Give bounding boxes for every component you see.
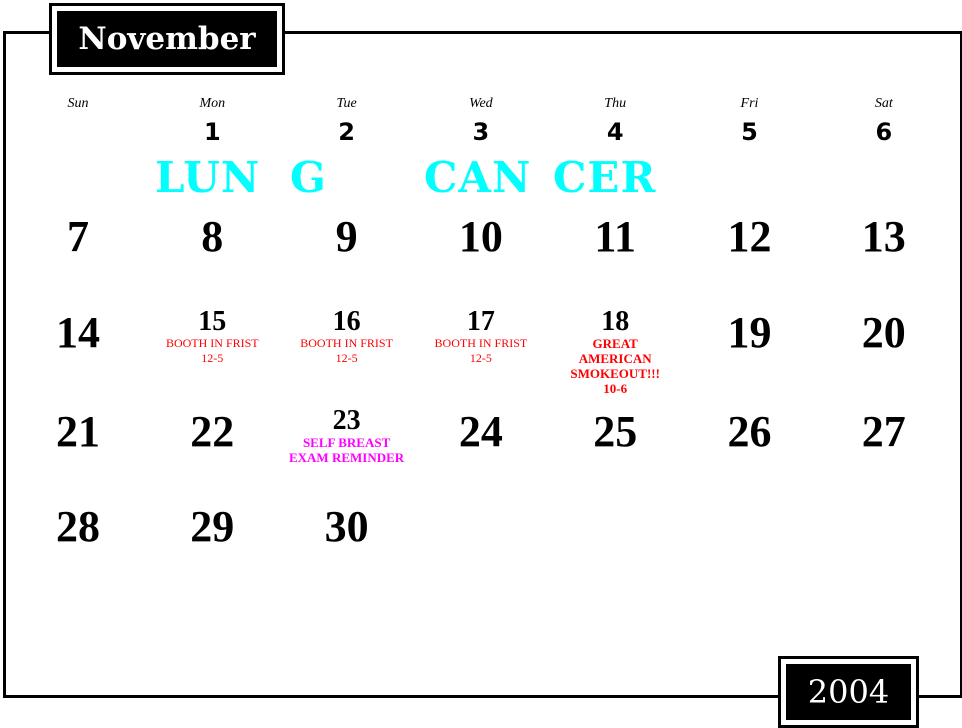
banner-word: LUN	[155, 153, 261, 202]
day-number: 25	[593, 407, 638, 456]
day-cell: 25	[548, 409, 682, 455]
day-number: 6	[875, 118, 893, 146]
event-text: BOOTH IN FRIST	[165, 336, 259, 350]
day-cell: 14	[11, 310, 145, 356]
day-cell: 1	[145, 119, 279, 145]
event-text: SELF BREAST	[302, 435, 391, 450]
day-number: 21	[56, 407, 100, 456]
calendar-frame	[3, 31, 962, 698]
event-text: SMOKEOUT!!!	[570, 366, 660, 381]
day-number: 1	[203, 118, 221, 146]
day-name-fri: Fri	[740, 96, 759, 111]
month-title: November	[57, 11, 277, 67]
day-number: 4	[606, 118, 624, 146]
event-text: AMERICAN	[578, 351, 652, 366]
day-cell: 26	[683, 409, 817, 455]
day-number: 23	[332, 405, 361, 436]
day-cell: 28	[11, 504, 145, 550]
day-number: 30	[324, 502, 369, 551]
day-cell: 8	[145, 214, 279, 260]
day-cell: 29	[145, 504, 279, 550]
event-text: BOOTH IN FRIST	[300, 336, 393, 350]
day-number: 27	[861, 407, 906, 456]
year-label-box: 2004	[778, 656, 919, 728]
day-number: 29	[190, 502, 235, 551]
day-cell: 5	[683, 119, 817, 145]
day-cell: 22	[145, 409, 279, 455]
day-name-sun: Sun	[67, 96, 89, 111]
day-number: 19	[727, 308, 772, 357]
event-text: 10-6	[603, 381, 628, 396]
event-text: GREAT	[592, 336, 638, 351]
day-cell: 9	[280, 214, 414, 260]
event-text: EXAM REMINDER	[288, 450, 405, 465]
day-number: 13	[861, 212, 906, 261]
day-cell: 21	[11, 409, 145, 455]
day-number: 11	[594, 212, 636, 261]
month-label-box: November	[49, 3, 285, 75]
day-name-wed: Wed	[469, 96, 493, 111]
day-cell: 6	[817, 119, 951, 145]
day-number: 22	[190, 407, 235, 456]
day-number: 18	[601, 306, 630, 337]
day-number: 12	[727, 212, 772, 261]
day-cell: 24	[414, 409, 548, 455]
day-number: 17	[466, 306, 495, 337]
day-number: 5	[741, 118, 758, 146]
day-cell: 20	[817, 310, 951, 356]
day-name-tue: Tue	[336, 96, 357, 111]
day-cell: 7	[11, 214, 145, 260]
day-number: 28	[56, 502, 100, 551]
day-cell: 2	[280, 119, 414, 145]
day-name-sat: Sat	[874, 96, 893, 111]
day-cell: 27	[817, 409, 951, 455]
event-text: 12-5	[201, 351, 224, 365]
day-number: 10	[458, 212, 503, 261]
day-number: 16	[332, 306, 361, 337]
banner-word: CAN	[424, 153, 532, 202]
day-cell: 11	[548, 214, 682, 260]
day-name-mon: Mon	[199, 96, 226, 111]
year-title: 2004	[786, 664, 911, 720]
day-number: 15	[198, 306, 227, 337]
day-number: 20	[861, 308, 906, 357]
day-cell: 19	[683, 310, 817, 356]
day-number: 9	[335, 212, 358, 261]
banner-word: CER	[553, 153, 657, 202]
day-number: 14	[56, 308, 100, 357]
event-text: BOOTH IN FRIST	[434, 336, 528, 350]
day-cell: 30	[280, 504, 414, 550]
day-cell: 4	[548, 119, 682, 145]
day-cell: 13	[817, 214, 951, 260]
day-cell: 12	[683, 214, 817, 260]
day-name-thu: Thu	[604, 96, 627, 111]
day-number: 2	[338, 118, 355, 146]
day-cell: 3	[414, 119, 548, 145]
day-number: 26	[727, 407, 772, 456]
day-number: 7	[67, 212, 89, 261]
day-number: 8	[201, 212, 224, 261]
day-number: 3	[472, 118, 490, 146]
banner-word: G	[290, 153, 327, 202]
event-text: 12-5	[335, 351, 358, 365]
event-text: 12-5	[469, 351, 492, 365]
day-number: 24	[458, 407, 503, 456]
day-cell: 10	[414, 214, 548, 260]
